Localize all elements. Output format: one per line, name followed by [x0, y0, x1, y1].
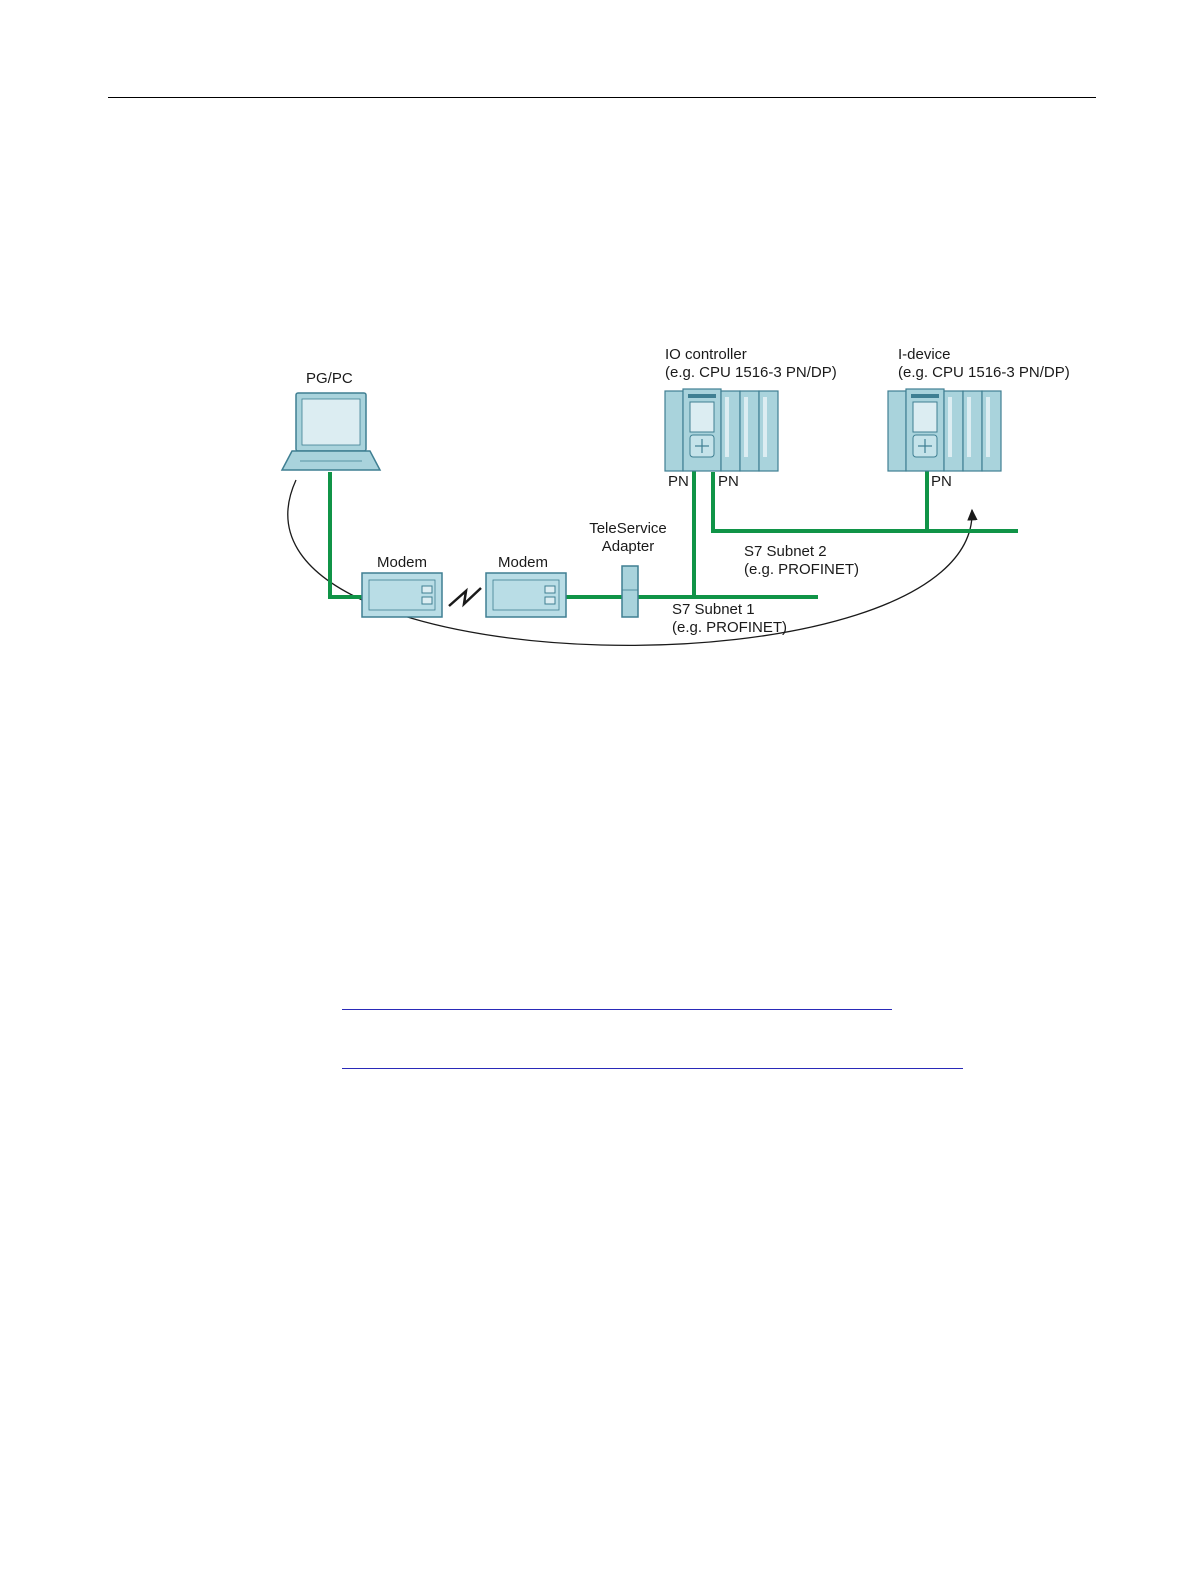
io-controller-cpu-icon	[665, 389, 778, 471]
hyperlink-underline-2[interactable]	[342, 1068, 963, 1069]
dialup-link-icon	[449, 588, 481, 606]
teleservice-label-line2: Adapter	[602, 538, 655, 555]
subnet2-bus-line	[713, 472, 1018, 531]
hyperlink-underline-1[interactable]	[342, 1009, 892, 1010]
io-controller-label-line2: (e.g. CPU 1516-3 PN/DP)	[665, 364, 837, 381]
modem-right-label: Modem	[498, 554, 548, 571]
modem-right-icon	[486, 573, 566, 617]
pgpc-laptop-icon	[282, 393, 380, 470]
modem-left-icon	[362, 573, 442, 617]
pc-to-modem-line	[330, 472, 362, 597]
i-device-label-line2: (e.g. CPU 1516-3 PN/DP)	[898, 364, 1070, 381]
subnet1-label-line2: (e.g. PROFINET)	[672, 619, 787, 636]
i-device-label-line1: I-device	[898, 346, 951, 363]
io-controller-port1-label: PN	[668, 473, 689, 490]
i-device-cpu-icon	[888, 389, 1001, 471]
io-controller-port2-label: PN	[718, 473, 739, 490]
teleservice-adapter-icon	[622, 566, 638, 617]
pgpc-label: PG/PC	[306, 370, 353, 387]
subnet2-label-line1: S7 Subnet 2	[744, 543, 827, 560]
io-controller-label-line1: IO controller	[665, 346, 747, 363]
subnet1-label-line1: S7 Subnet 1	[672, 601, 755, 618]
i-device-port-label: PN	[931, 473, 952, 490]
teleservice-label-line1: TeleService	[589, 520, 667, 537]
modem-left-label: Modem	[377, 554, 427, 571]
subnet2-label-line2: (e.g. PROFINET)	[744, 561, 859, 578]
